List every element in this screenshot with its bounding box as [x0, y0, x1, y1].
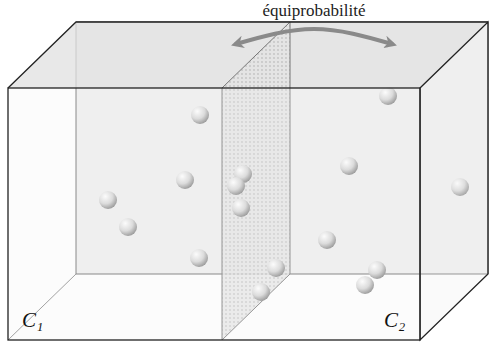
- compartment: C₁: [8, 44, 248, 340]
- side-face: [420, 22, 488, 340]
- compartment-label: C₂: [384, 310, 405, 331]
- compartment: C₂: [250, 44, 480, 340]
- compartment-label: C₁: [22, 310, 43, 331]
- double-arrow: [236, 29, 392, 44]
- arrow-label: équiprobabilité: [263, 2, 366, 21]
- front-face: [8, 88, 420, 340]
- top-edge: [8, 22, 488, 88]
